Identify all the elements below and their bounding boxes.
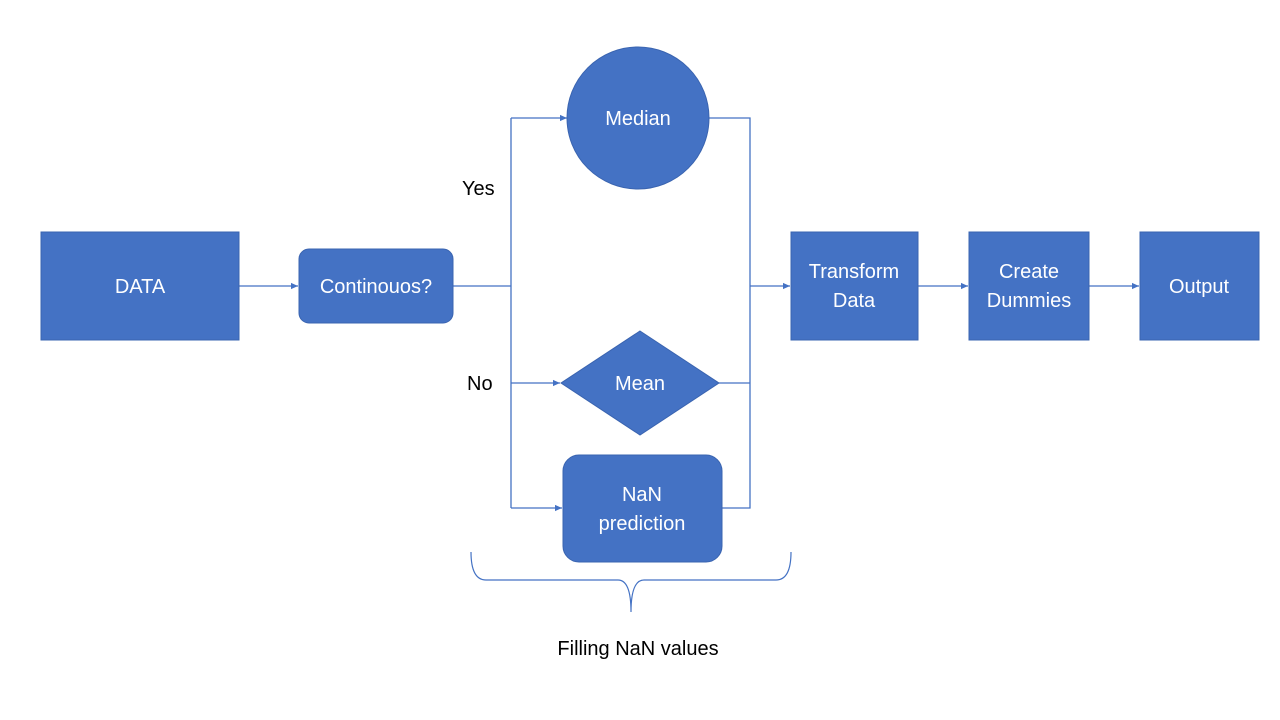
node-continuous: Continouos? [298,248,454,324]
node-output: Output [1139,231,1260,341]
node-nan-prediction-line2: prediction [599,513,686,535]
node-continuous-shape [298,248,454,324]
edge-label-no: No [467,373,493,395]
node-dummies: Create Dummies [968,231,1090,341]
node-nan-prediction: NaN prediction [562,454,723,563]
node-median: Median [566,46,710,190]
node-mean-label: Mean [615,373,665,395]
group-caption: Filling NaN values [557,638,718,660]
node-continuous-label: Continouos? [320,276,432,298]
node-transform-line2: Data [833,290,876,312]
node-median-label: Median [605,108,671,130]
edge-median-out [709,117,751,286]
node-dummies-shape [968,231,1090,341]
node-nan-prediction-line1: NaN [622,484,662,506]
edge-label-yes: Yes [462,178,495,200]
node-mean-shape [560,330,720,436]
connectors [239,114,1139,512]
node-output-label: Output [1169,276,1229,298]
node-median-shape [566,46,710,190]
node-dummies-line2: Dummies [987,290,1071,312]
node-transform-shape [790,231,919,341]
node-mean: Mean [560,330,720,436]
node-transform-line1: Transform [809,261,899,283]
node-data: DATA [40,231,240,341]
node-transform: Transform Data [790,231,919,341]
group-brace [470,551,792,613]
node-dummies-line1: Create [999,261,1059,283]
node-nan-prediction-shape [562,454,723,563]
edge-nan-out [722,286,751,509]
node-data-shape [40,231,240,341]
node-data-label: DATA [115,276,166,298]
node-output-shape [1139,231,1260,341]
